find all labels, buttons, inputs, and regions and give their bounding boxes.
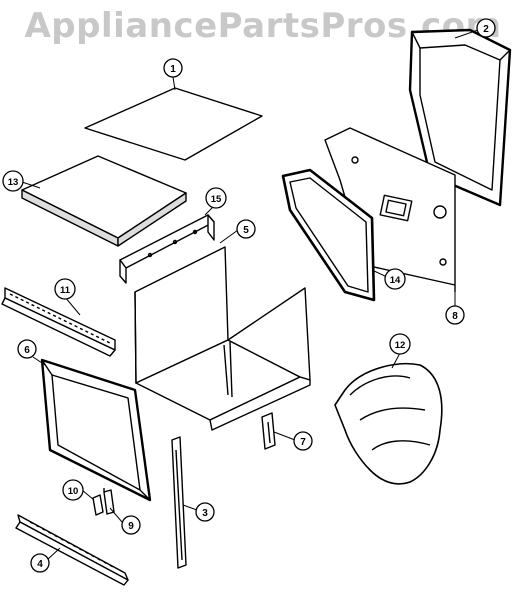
part-8-rear-shield — [324, 127, 456, 292]
callout-8: 8 — [445, 305, 465, 325]
part-13-insulation-pad — [21, 155, 187, 247]
svg-text:1: 1 — [170, 64, 176, 75]
svg-text:2: 2 — [483, 24, 489, 35]
part-2-back-panel — [408, 28, 512, 207]
part-15-bracket — [119, 214, 215, 284]
callout-3: 3 — [195, 502, 215, 522]
part-1-top-panel — [84, 87, 263, 161]
callout-4: 4 — [30, 553, 50, 573]
leader-lines — [21, 29, 479, 561]
part-9-strip — [103, 488, 115, 515]
svg-text:11: 11 — [60, 285, 71, 296]
svg-text:15: 15 — [211, 194, 222, 205]
callout-7: 7 — [293, 431, 313, 451]
svg-text:14: 14 — [390, 275, 401, 286]
part-6-door-frame — [40, 358, 152, 502]
callout-9: 9 — [121, 515, 141, 535]
svg-text:4: 4 — [37, 559, 43, 570]
callout-12: 12 — [389, 333, 411, 355]
svg-text:3: 3 — [202, 508, 208, 519]
callout-10: 10 — [62, 479, 84, 501]
callout-2: 2 — [476, 18, 496, 38]
svg-text:7: 7 — [300, 437, 306, 448]
callout-13: 13 — [2, 170, 24, 192]
svg-text:8: 8 — [452, 311, 458, 322]
part-10-small-bracket — [92, 494, 104, 516]
callout-11: 11 — [54, 278, 76, 300]
part-4-bottom-rail — [15, 514, 129, 586]
part-14-insulation-panel — [281, 168, 376, 302]
callout-6: 6 — [17, 339, 37, 359]
callout-14: 14 — [384, 268, 406, 290]
part-5-cabinet-frame — [134, 246, 311, 431]
part-11-side-rail — [1, 287, 116, 357]
svg-text:12: 12 — [395, 340, 406, 351]
callout-15: 15 — [205, 187, 227, 209]
part-7-clip — [261, 412, 276, 450]
svg-text:13: 13 — [8, 177, 19, 188]
svg-text:6: 6 — [24, 345, 30, 356]
callout-5: 5 — [236, 219, 256, 239]
svg-text:10: 10 — [68, 486, 79, 497]
part-3-vertical-strip — [171, 436, 187, 569]
part-12-insulation-blanket — [334, 362, 443, 485]
svg-text:9: 9 — [128, 521, 134, 532]
callouts: 1 2 3 4 5 6 7 8 9 10 11 12 13 14 15 — [2, 18, 496, 573]
svg-text:5: 5 — [243, 225, 249, 236]
callout-1: 1 — [163, 58, 183, 78]
